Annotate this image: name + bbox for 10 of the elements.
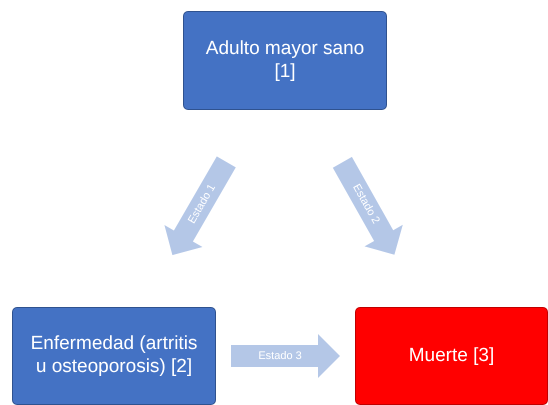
state-box xyxy=(355,307,548,405)
state-label: Adulto mayor sano [1] xyxy=(204,38,366,84)
block-arrow xyxy=(332,156,403,255)
state-label: Muerte [3] xyxy=(408,344,494,368)
block-arrow xyxy=(231,334,340,378)
edge-label: Estado 3 xyxy=(258,350,302,362)
state-box xyxy=(183,11,387,110)
block-arrow xyxy=(164,156,236,256)
state-label: Enfermedad (artritis u osteoporosis) [2] xyxy=(30,333,198,379)
state-box xyxy=(12,307,216,405)
